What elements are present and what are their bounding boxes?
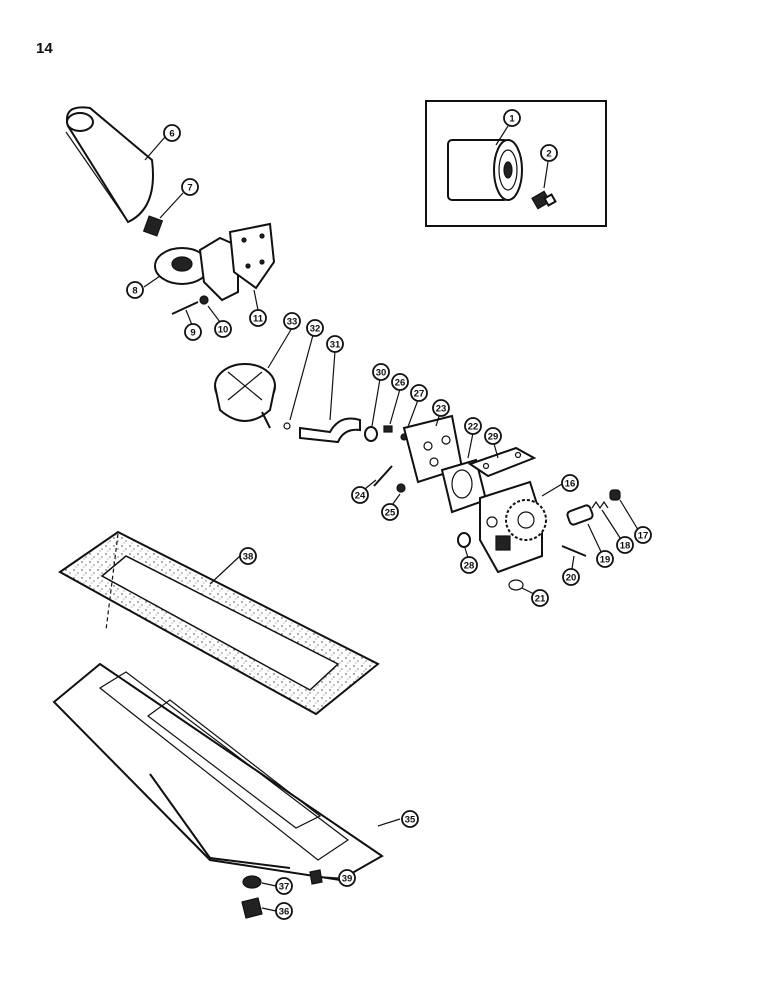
svg-text:21: 21 bbox=[535, 594, 546, 605]
svg-text:9: 9 bbox=[190, 328, 195, 339]
callout-17: 17 bbox=[634, 526, 652, 544]
svg-text:38: 38 bbox=[243, 552, 254, 563]
svg-text:33: 33 bbox=[287, 317, 298, 328]
callout-9: 9 bbox=[184, 323, 202, 341]
relief-spring bbox=[591, 500, 609, 510]
oil-screen bbox=[214, 363, 276, 429]
suction-tube bbox=[299, 417, 361, 444]
callout-36: 36 bbox=[275, 902, 293, 920]
svg-text:30: 30 bbox=[376, 368, 387, 379]
callout-39: 39 bbox=[338, 869, 356, 887]
callout-16: 16 bbox=[561, 474, 579, 492]
callout-35: 35 bbox=[401, 810, 419, 828]
small-plug bbox=[383, 425, 393, 433]
callout-1: 1 bbox=[503, 109, 521, 127]
oil-pan-gasket bbox=[58, 530, 380, 716]
callout-22: 22 bbox=[464, 417, 482, 435]
callout-28: 28 bbox=[460, 556, 478, 574]
svg-text:18: 18 bbox=[620, 541, 631, 552]
oil-pan bbox=[52, 662, 384, 882]
callout-6: 6 bbox=[163, 124, 181, 142]
svg-text:29: 29 bbox=[488, 432, 499, 443]
svg-text:28: 28 bbox=[464, 561, 475, 572]
outlet-gasket bbox=[467, 446, 537, 478]
svg-text:10: 10 bbox=[218, 325, 229, 336]
svg-text:8: 8 bbox=[132, 286, 137, 297]
callout-21: 21 bbox=[531, 589, 549, 607]
pump-o-ring bbox=[457, 532, 471, 548]
drain-plug bbox=[241, 897, 263, 919]
svg-text:11: 11 bbox=[253, 314, 264, 325]
callout-25: 25 bbox=[381, 503, 399, 521]
svg-text:32: 32 bbox=[310, 324, 321, 335]
o-ring bbox=[364, 426, 378, 442]
relief-valve bbox=[566, 504, 594, 526]
filter-fitting bbox=[142, 215, 164, 237]
pin bbox=[561, 545, 587, 557]
svg-text:27: 27 bbox=[414, 389, 425, 400]
svg-text:16: 16 bbox=[565, 479, 576, 490]
svg-text:1: 1 bbox=[509, 114, 515, 125]
svg-text:25: 25 bbox=[385, 508, 396, 519]
cover-bolt bbox=[373, 465, 393, 487]
svg-text:7: 7 bbox=[187, 183, 192, 194]
callout-19: 19 bbox=[596, 550, 614, 568]
callout-29: 29 bbox=[484, 427, 502, 445]
svg-text:19: 19 bbox=[600, 555, 611, 566]
screen-gasket bbox=[283, 422, 291, 430]
oil-filter bbox=[65, 106, 154, 224]
callout-32: 32 bbox=[306, 319, 324, 337]
svg-text:24: 24 bbox=[355, 491, 366, 502]
svg-text:36: 36 bbox=[279, 907, 290, 918]
callout-10: 10 bbox=[214, 320, 232, 338]
svg-text:2: 2 bbox=[546, 149, 551, 160]
callout-20: 20 bbox=[562, 568, 580, 586]
relief-plug bbox=[609, 489, 621, 501]
callout-7: 7 bbox=[181, 178, 199, 196]
callout-24: 24 bbox=[351, 486, 369, 504]
drain-gasket bbox=[242, 875, 262, 889]
svg-text:23: 23 bbox=[436, 404, 447, 415]
callout-30: 30 bbox=[372, 363, 390, 381]
callout-11: 11 bbox=[249, 309, 267, 327]
inset-box bbox=[425, 100, 607, 227]
svg-text:17: 17 bbox=[638, 531, 649, 542]
svg-text:39: 39 bbox=[342, 874, 353, 885]
svg-text:31: 31 bbox=[330, 340, 341, 351]
washer bbox=[199, 295, 209, 305]
callout-26: 26 bbox=[391, 373, 409, 391]
callout-31: 31 bbox=[326, 335, 344, 353]
callout-8: 8 bbox=[126, 281, 144, 299]
oil-pump bbox=[479, 480, 547, 574]
callout-37: 37 bbox=[275, 877, 293, 895]
cover-washer bbox=[396, 483, 406, 493]
callout-2: 2 bbox=[540, 144, 558, 162]
callout-33: 33 bbox=[283, 312, 301, 330]
bolt bbox=[171, 301, 199, 315]
svg-text:26: 26 bbox=[395, 378, 406, 389]
svg-text:22: 22 bbox=[468, 422, 479, 433]
callout-38: 38 bbox=[239, 547, 257, 565]
svg-text:6: 6 bbox=[169, 129, 174, 140]
filter-base bbox=[154, 236, 239, 302]
page-number: 14 bbox=[36, 40, 53, 57]
svg-text:37: 37 bbox=[279, 882, 290, 893]
svg-text:35: 35 bbox=[405, 815, 416, 826]
alternate-oil-filter bbox=[447, 139, 523, 201]
callout-23: 23 bbox=[432, 399, 450, 417]
adapter-fitting bbox=[531, 190, 557, 210]
filter-base-gasket bbox=[228, 222, 276, 290]
callout-18: 18 bbox=[616, 536, 634, 554]
drain-fitting bbox=[309, 869, 323, 885]
check-ball bbox=[508, 579, 524, 591]
svg-text:20: 20 bbox=[566, 573, 577, 584]
callout-27: 27 bbox=[410, 384, 428, 402]
